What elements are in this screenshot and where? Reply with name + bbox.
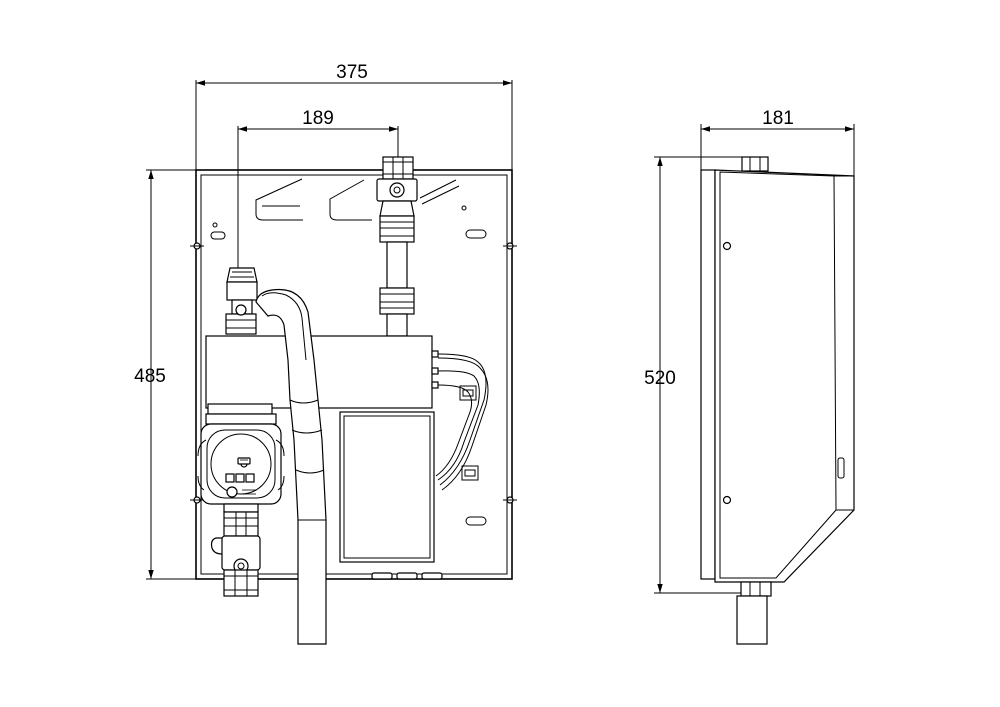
cables [431, 350, 489, 491]
dimension-side-width: 181 [700, 108, 855, 176]
dimension-front-width: 375 [195, 62, 513, 246]
side-bottom-connector [736, 581, 772, 645]
dimension-side-height: 520 [644, 156, 760, 594]
flexible-hose [255, 288, 327, 645]
screws [190, 242, 517, 504]
dim-label-485: 485 [134, 366, 166, 387]
bottom-valve [210, 511, 261, 597]
mounting-hooks [210, 178, 487, 526]
side-top-connector [741, 156, 769, 172]
circulation-pump [197, 403, 285, 513]
side-view: 181 520 [644, 108, 855, 645]
dim-label-181: 181 [762, 108, 794, 129]
safety-valve [225, 267, 258, 335]
side-wall-plate [700, 169, 716, 580]
side-cover [714, 169, 855, 583]
top-valve [376, 156, 418, 337]
dim-label-189: 189 [302, 108, 334, 129]
bottom-connectors [371, 572, 443, 580]
dim-label-520: 520 [644, 368, 676, 389]
dim-label-375: 375 [336, 62, 368, 83]
front-view: 375 189 485 [134, 62, 517, 645]
dimension-front-offset: 189 [237, 108, 399, 280]
dimension-front-height: 485 [134, 169, 196, 580]
back-plate [195, 169, 513, 580]
heater-body [205, 335, 433, 409]
inner-box [339, 411, 435, 563]
